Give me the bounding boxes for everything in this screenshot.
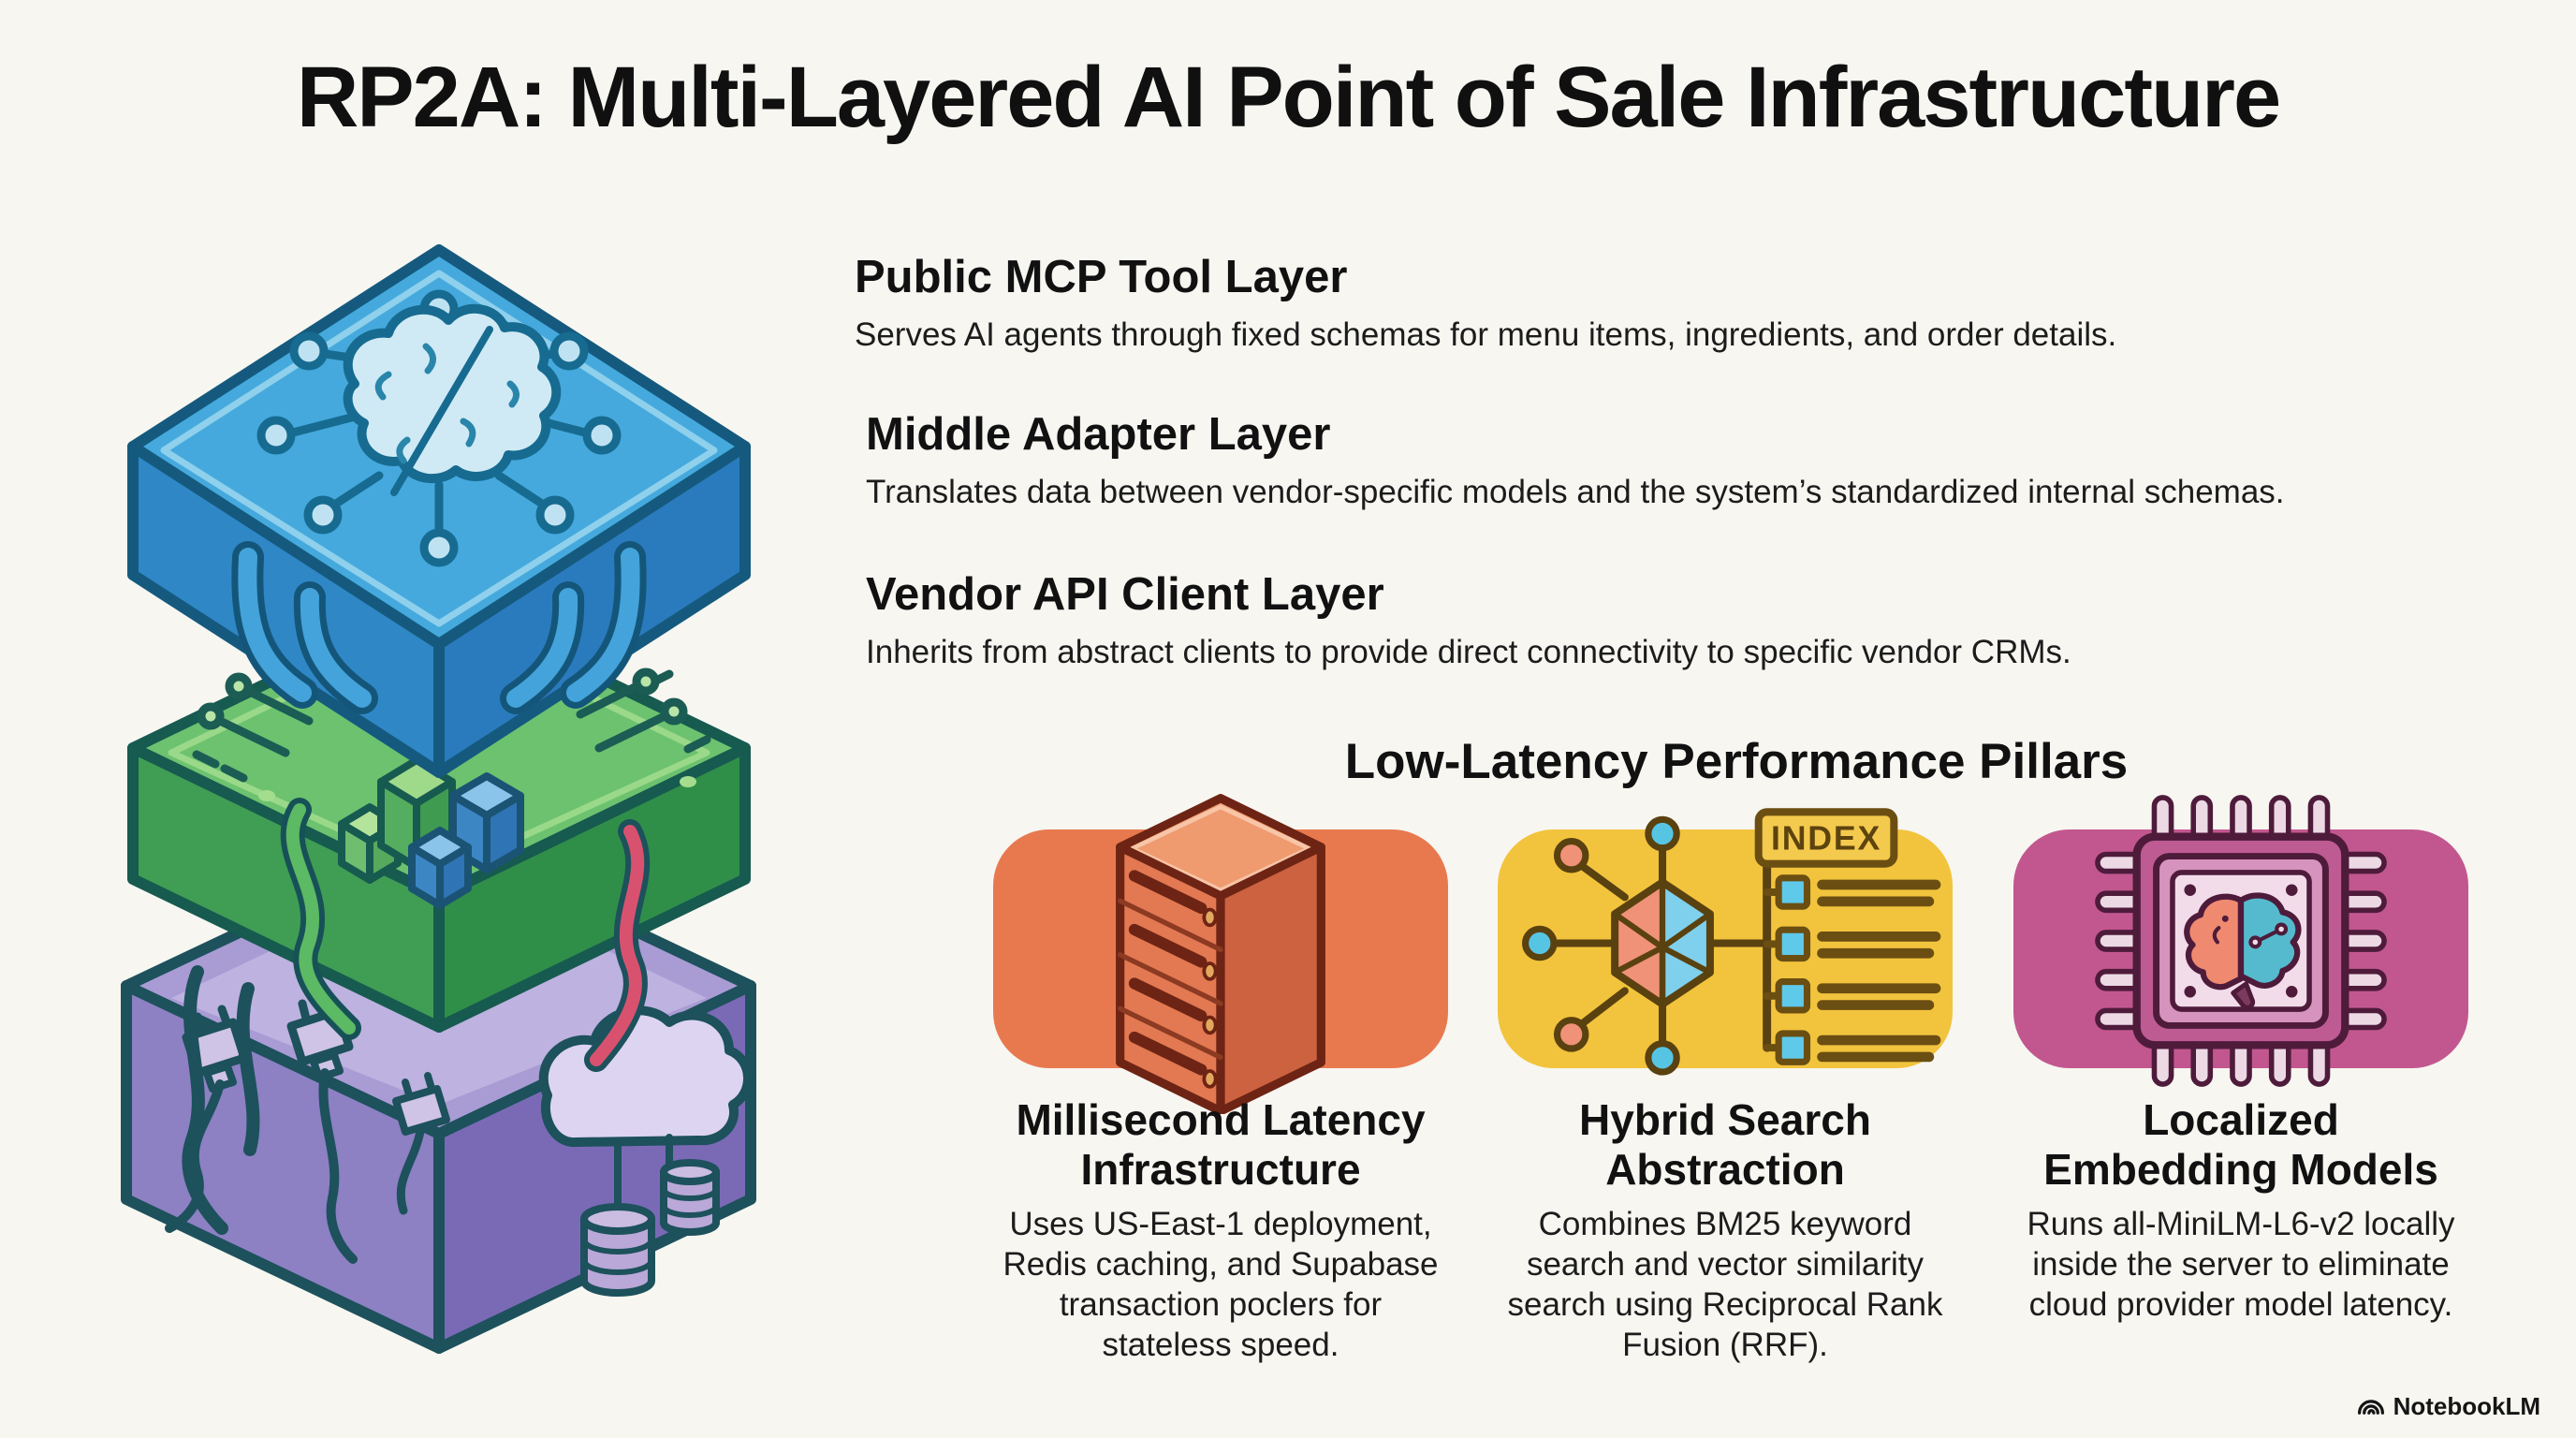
- layer-section-public-mcp: Public MCP Tool Layer Serves AI agents t…: [855, 251, 2116, 354]
- watermark-label: NotebookLM: [2393, 1391, 2540, 1420]
- brain-network-icon: [256, 289, 622, 567]
- page-title: RP2A: Multi-Layered AI Point of Sale Inf…: [296, 50, 2281, 145]
- pillar-title-line: Abstraction: [1605, 1145, 1845, 1195]
- layer-description: Translates data between vendor-specific …: [866, 474, 2285, 510]
- pillar-title-line: Millisecond Latency: [1016, 1095, 1426, 1144]
- server-rack-icon: [1116, 794, 1325, 1114]
- pillar-description: Uses US-East-1 deployment, Redis caching…: [1003, 1206, 1439, 1364]
- watermark: NotebookLM: [2356, 1391, 2540, 1421]
- layer-description: Serves AI agents through fixed schemas f…: [855, 316, 2117, 353]
- chip-brain-icon: [2095, 795, 2387, 1087]
- layer-stack-illustration: [121, 244, 756, 1354]
- pillars-heading: Low-Latency Performance Pillars: [1344, 734, 2129, 789]
- vector-gem-icon: [1611, 878, 1714, 1008]
- layer-section-middle-adapter: Middle Adapter Layer Translates data bet…: [866, 408, 2285, 511]
- pillar-title: Hybrid Search Abstraction: [1498, 1095, 1953, 1196]
- layer-heading: Middle Adapter Layer: [866, 409, 1331, 460]
- vector-index-network-icon: INDEX: [1522, 808, 1941, 1076]
- layer-section-vendor-api: Vendor API Client Layer Inherits from ab…: [866, 568, 2071, 671]
- layer-description: Inherits from abstract clients to provid…: [866, 634, 2071, 670]
- pillar-title-line: Localized: [2143, 1095, 2339, 1144]
- pillar-title-line: Infrastructure: [1080, 1145, 1361, 1195]
- blue-connector-tubes: [231, 541, 647, 714]
- pillar-description: Combines BM25 keyword search and vector …: [1507, 1206, 1943, 1364]
- pillar-title-line: Hybrid Search: [1579, 1095, 1871, 1144]
- layer-heading: Vendor API Client Layer: [866, 569, 1384, 620]
- pillar-title: Localized Embedding Models: [2013, 1095, 2468, 1196]
- notebooklm-logo-icon: [2357, 1400, 2384, 1415]
- pillar-title-line: Embedding Models: [2043, 1145, 2438, 1195]
- layer-heading: Public MCP Tool Layer: [855, 252, 1348, 302]
- embedded-brain-icon: [2184, 892, 2302, 1010]
- layer-cables: [182, 798, 651, 1235]
- pillar-title: Millisecond Latency Infrastructure: [993, 1095, 1448, 1196]
- public-mcp-layer-slab: [127, 244, 751, 778]
- index-box-label: INDEX: [1771, 820, 1881, 858]
- pillar-description: Runs all-MiniLM-L6-v2 locally inside the…: [2027, 1206, 2455, 1324]
